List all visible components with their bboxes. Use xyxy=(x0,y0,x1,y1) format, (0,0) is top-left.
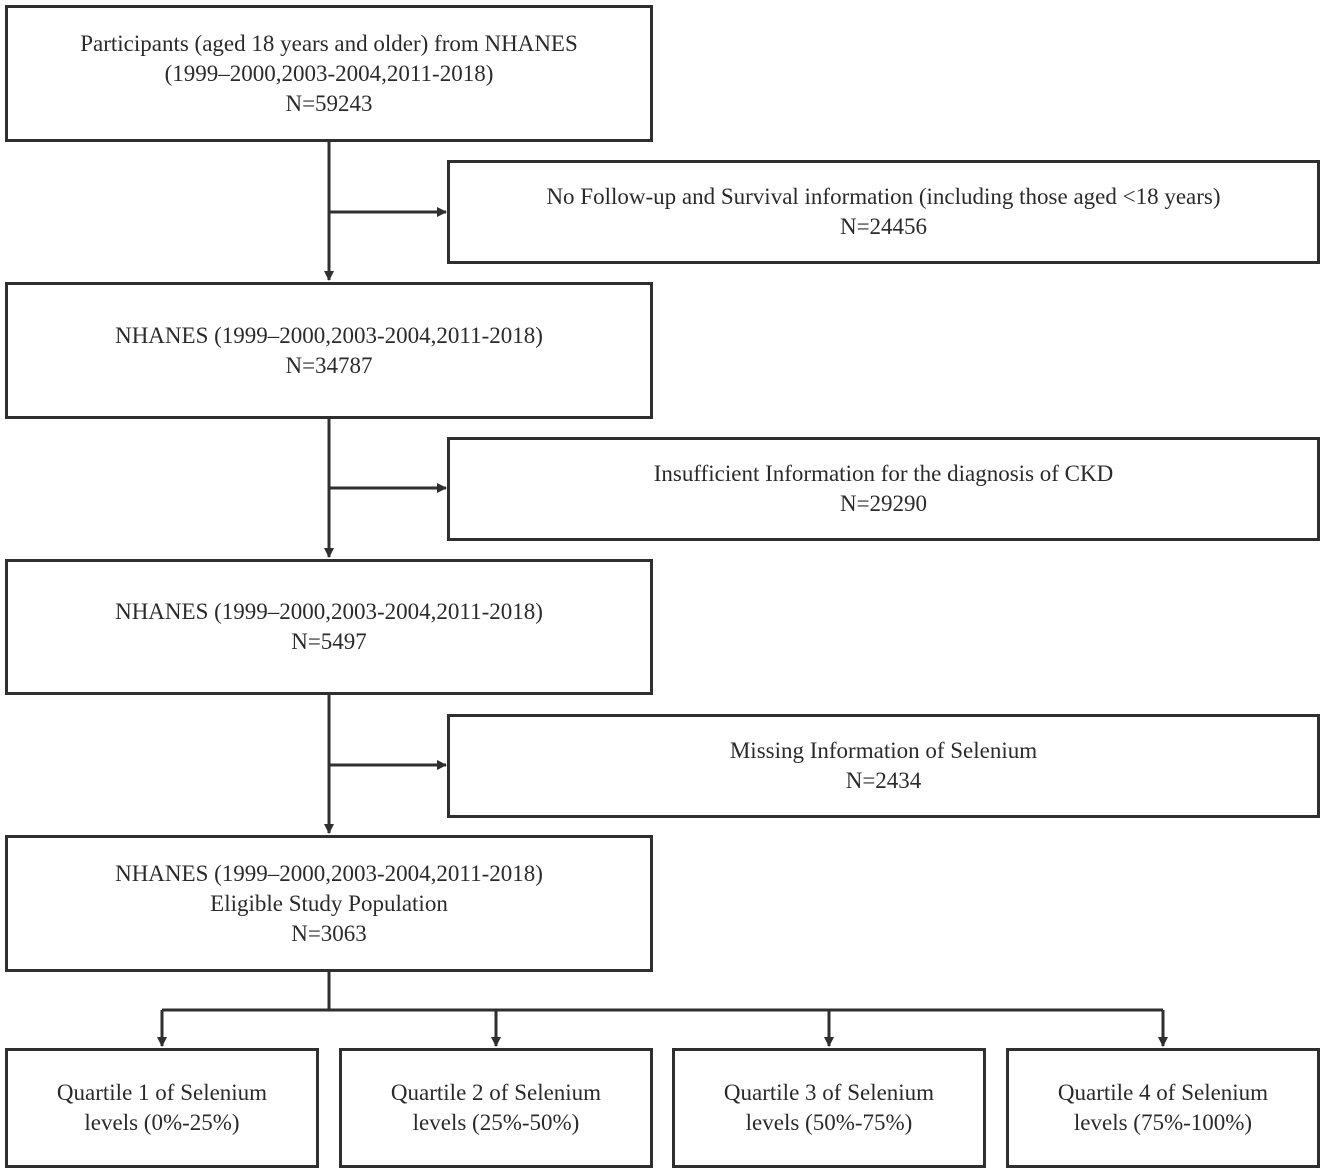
box-line: N=29290 xyxy=(839,491,928,516)
quartile-box-3: Quartile 3 of Selenium levels (50%-75%) xyxy=(672,1048,986,1168)
main-box-followup: NHANES (1999–2000,2003-2004,2011-2018) N… xyxy=(5,282,653,419)
box-line: No Follow-up and Survival information (i… xyxy=(546,184,1221,209)
box-line: N=24456 xyxy=(839,214,928,239)
main-box-participants: Participants (aged 18 years and older) f… xyxy=(5,5,653,142)
main-box-eligible: NHANES (1999–2000,2003-2004,2011-2018) E… xyxy=(5,835,653,972)
box-line: N=59243 xyxy=(285,90,373,116)
box-line: Quartile 4 of Selenium xyxy=(1057,1080,1269,1105)
box-line: levels (75%-100%) xyxy=(1073,1110,1253,1135)
box-line: N=2434 xyxy=(845,768,922,793)
box-line: Insufficient Information for the diagnos… xyxy=(653,461,1114,486)
box-line: NHANES (1999–2000,2003-2004,2011-2018) xyxy=(115,322,543,348)
quartile-box-4: Quartile 4 of Selenium levels (75%-100%) xyxy=(1006,1048,1320,1168)
quartile-box-2: Quartile 2 of Selenium levels (25%-50%) xyxy=(339,1048,653,1168)
exclusion-box-ckd: Insufficient Information for the diagnos… xyxy=(447,437,1320,541)
box-line: levels (25%-50%) xyxy=(412,1110,580,1135)
box-line: N=34787 xyxy=(285,352,373,378)
exclusion-box-selenium: Missing Information of Selenium N=2434 xyxy=(447,714,1320,818)
box-line: NHANES (1999–2000,2003-2004,2011-2018) xyxy=(115,599,543,624)
box-line: N=5497 xyxy=(291,629,367,654)
box-line: Participants (aged 18 years and older) f… xyxy=(80,30,578,56)
box-line: Quartile 1 of Selenium xyxy=(56,1080,268,1105)
exclusion-box-followup: No Follow-up and Survival information (i… xyxy=(447,160,1320,264)
main-box-ckd: NHANES (1999–2000,2003-2004,2011-2018) N… xyxy=(5,559,653,695)
box-line: levels (0%-25%) xyxy=(84,1110,240,1135)
box-line: NHANES (1999–2000,2003-2004,2011-2018) xyxy=(115,860,543,886)
box-line: N=3063 xyxy=(291,920,367,946)
box-line: (1999–2000,2003-2004,2011-2018) xyxy=(164,60,494,86)
box-line: Quartile 3 of Selenium xyxy=(723,1080,935,1105)
box-line: Missing Information of Selenium xyxy=(729,738,1038,763)
box-line: Eligible Study Population xyxy=(210,890,448,916)
box-line: levels (50%-75%) xyxy=(745,1110,913,1135)
quartile-box-1: Quartile 1 of Selenium levels (0%-25%) xyxy=(5,1048,319,1168)
box-line: Quartile 2 of Selenium xyxy=(390,1080,602,1105)
